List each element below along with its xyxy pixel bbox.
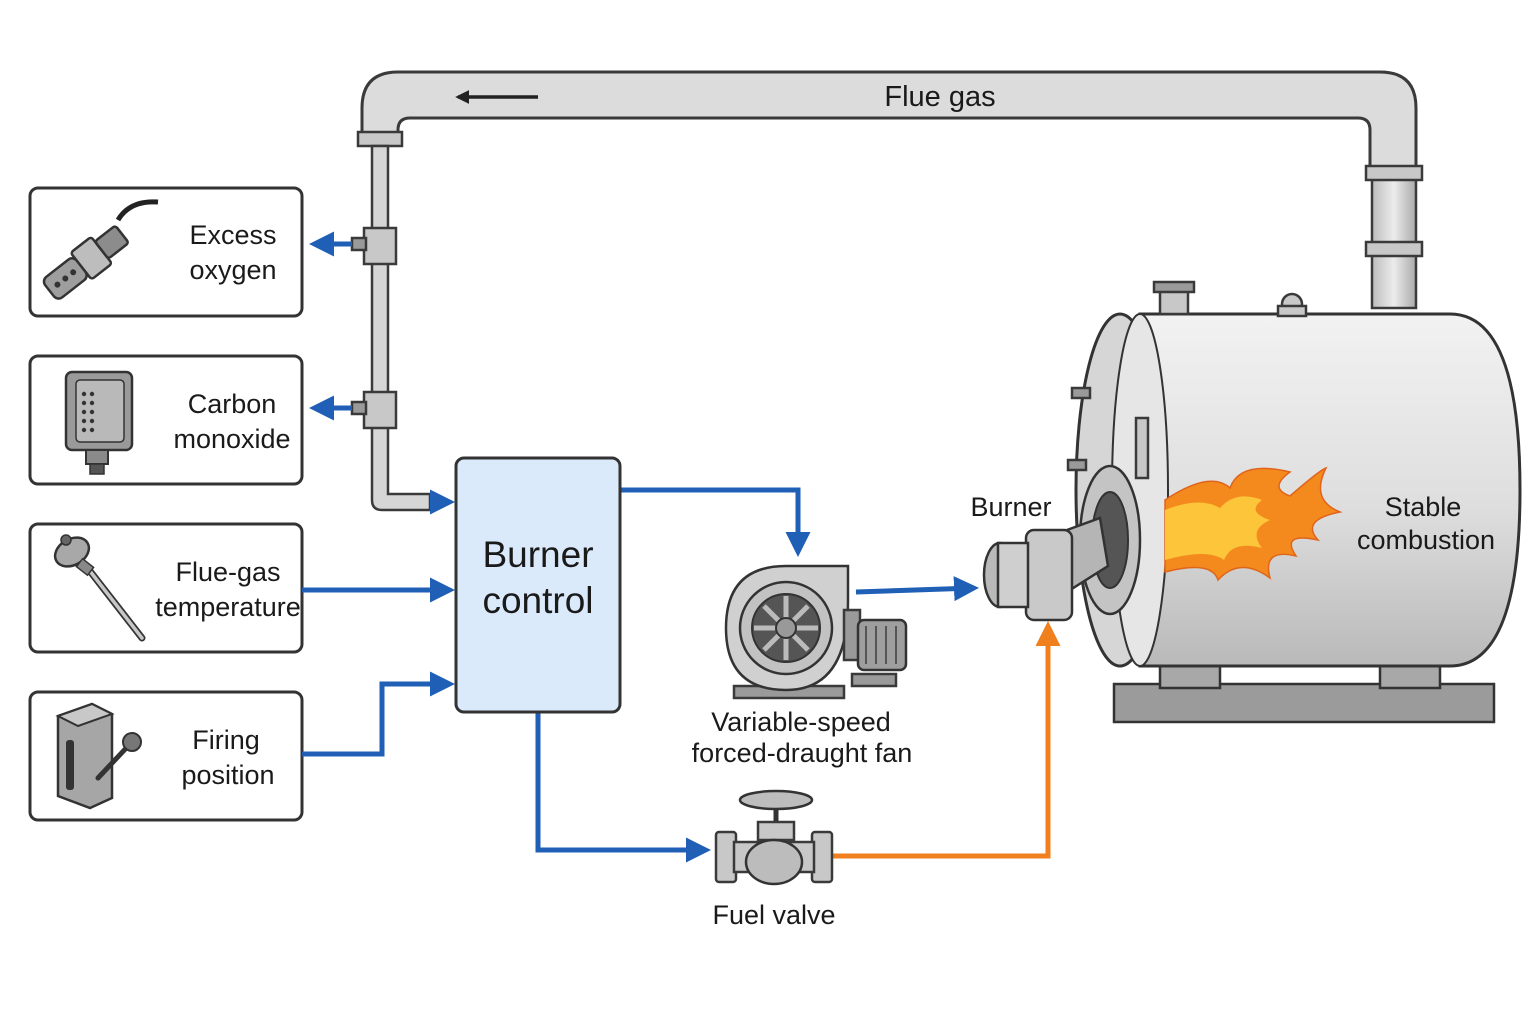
boiler-label-line1: Stable: [1385, 492, 1462, 522]
thermocouple-icon: [53, 534, 146, 642]
controller-label-line2: control: [482, 580, 593, 621]
burner-nozzle: [982, 516, 1110, 622]
sensor-label-line1: Excess: [189, 220, 276, 250]
sensor-label-line2: position: [181, 760, 274, 790]
boiler: [1066, 280, 1522, 724]
flue-gas-duct: Flue gas: [350, 70, 1424, 512]
controller-label-line1: Burner: [482, 534, 593, 575]
fan-label-line1: Variable-speed: [711, 707, 891, 737]
burner-control-box: Burner control: [454, 456, 622, 714]
sensor-carbon-monoxide: Carbon monoxide: [28, 354, 304, 486]
boiler-label-line2: combustion: [1357, 525, 1495, 555]
flame-icon: [1164, 466, 1343, 582]
co-sensor-icon: [64, 370, 134, 475]
sensor-label-line1: Flue-gas: [175, 557, 280, 587]
lever-switch-icon: [55, 702, 142, 810]
burner-label: Burner: [970, 492, 1051, 522]
flue-gas-label: Flue gas: [884, 81, 995, 113]
sensor-firing-position: Firing position: [28, 690, 304, 822]
valve-icon: [714, 789, 834, 886]
stack: [1370, 166, 1418, 310]
signal-lines: [302, 231, 1061, 863]
sensor-excess-oxygen: Excess oxygen: [28, 186, 304, 318]
oxygen-probe-icon: [42, 199, 159, 300]
sensor-label-line2: temperature: [155, 592, 301, 622]
control-to-fan-signal: [620, 487, 811, 557]
control-to-valve-signal: [535, 712, 711, 863]
sensor-label-line1: Firing: [192, 725, 260, 755]
co-tap: [362, 390, 398, 430]
sensor-label-line2: oxygen: [189, 255, 276, 285]
sensor-flue-gas-temperature: Flue-gas temperature: [28, 522, 304, 654]
sensor-label-line1: Carbon: [188, 389, 277, 419]
duct-collar: [356, 130, 404, 148]
fan-icon: [724, 564, 908, 700]
valve-label: Fuel valve: [712, 900, 835, 930]
firing-position-signal: [302, 671, 455, 757]
oxygen-tap: [362, 226, 398, 266]
fan-air-flow: [855, 576, 979, 602]
fuel-line: [832, 621, 1061, 859]
fan-label-line2: forced-draught fan: [692, 738, 913, 768]
sensor-label-line2: monoxide: [173, 424, 290, 454]
